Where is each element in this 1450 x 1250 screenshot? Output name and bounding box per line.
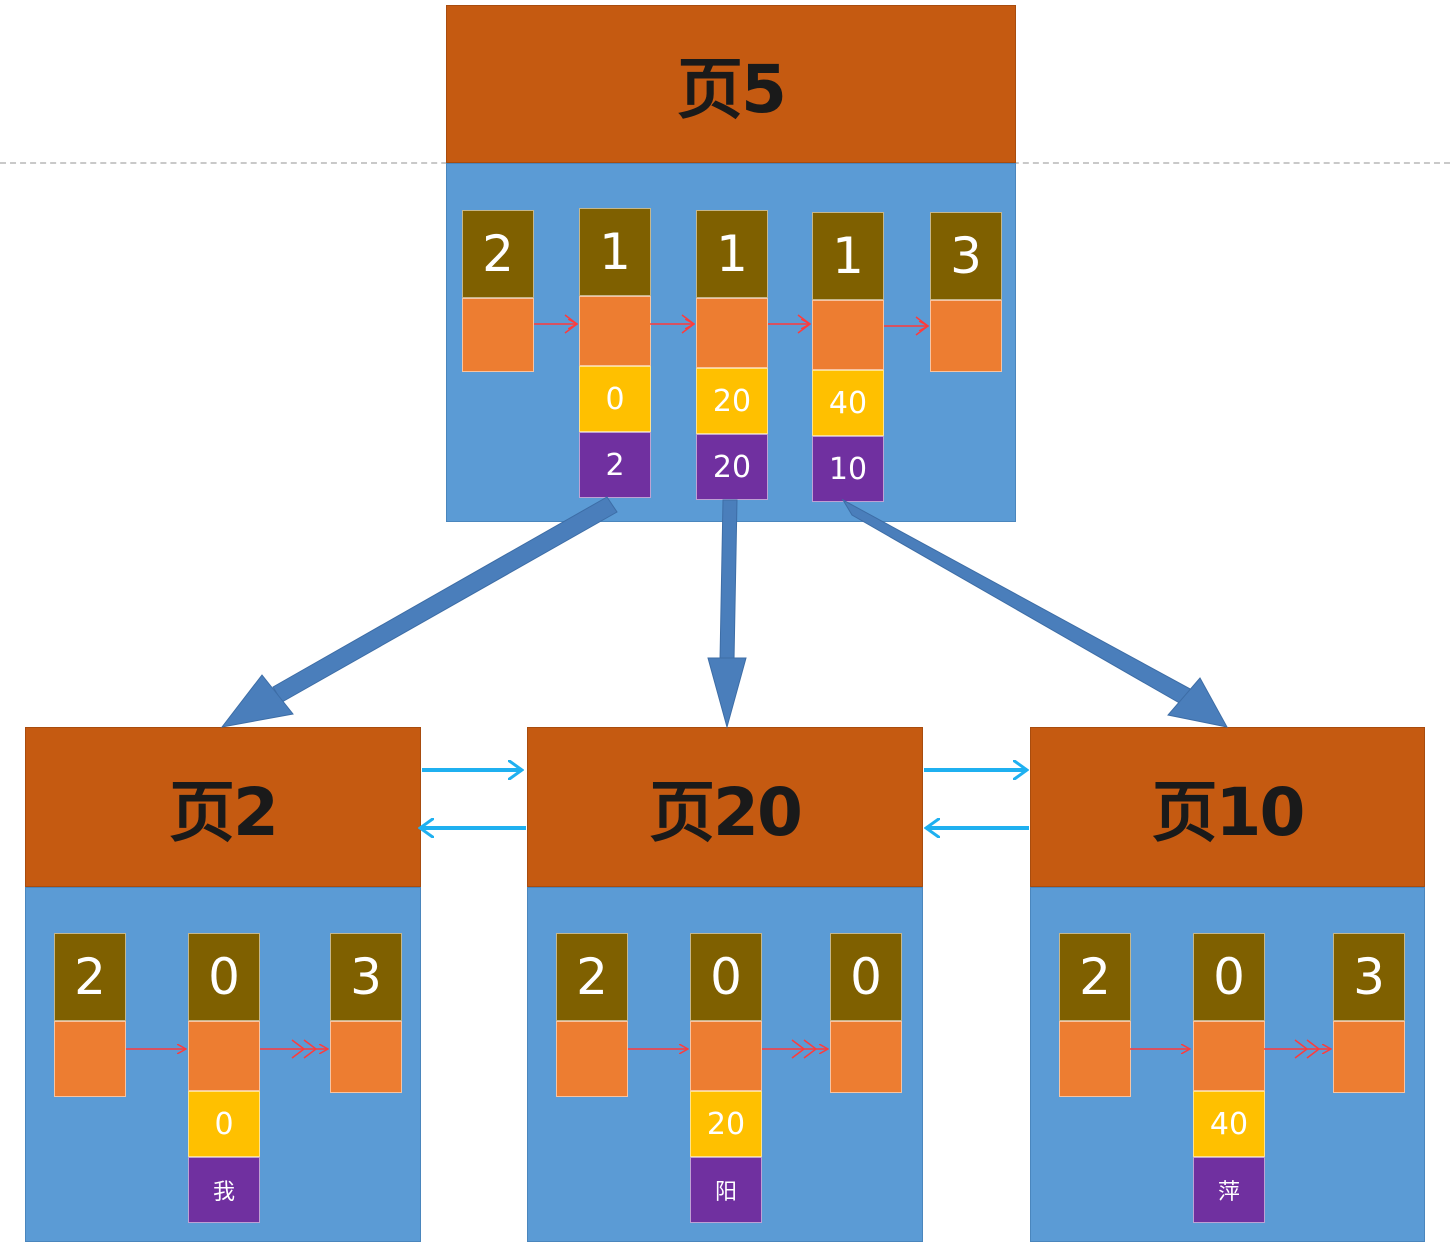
root-record-3-n-owned: 1: [812, 212, 884, 300]
root-record-1-body: [579, 296, 651, 366]
leaf-page-10-header: 页10: [1030, 727, 1425, 887]
root-record-4-body: [930, 300, 1002, 372]
leaf-page-20: 页20 2 0 20 阳 0: [527, 727, 923, 1242]
leaf-page-10-record-1-n-owned: 0: [1193, 933, 1265, 1021]
leaf-page-10-record-0-body: [1059, 1021, 1131, 1097]
leaf-page-20-record-1-body: [690, 1021, 762, 1091]
leaf-page-2-record-2-body: [330, 1021, 402, 1093]
leaf-page-10-body: 2 0 40 萍 3: [1030, 887, 1425, 1242]
leaf-page-2-body: 2 0 0 我 3: [25, 887, 421, 1242]
leaf-page-10-record-1-key: 40: [1193, 1091, 1265, 1157]
leaf-page-2-record-1-value: 我: [188, 1157, 260, 1223]
leaf-page-20-record-0-n-owned: 2: [556, 933, 628, 1021]
leaf-page-2-record-1-n-owned: 0: [188, 933, 260, 1021]
root-record-1-n-owned: 1: [579, 208, 651, 296]
leaf-page-20-body: 2 0 20 阳 0: [527, 887, 923, 1242]
leaf-record-links: [126, 1039, 1331, 1059]
root-record-3-body: [812, 300, 884, 370]
root-record-0-n-owned: 2: [462, 210, 534, 298]
root-page-header: 页5: [446, 5, 1016, 163]
root-record-3-min-key: 40: [812, 370, 884, 436]
root-record-4-n-owned: 3: [930, 212, 1002, 300]
root-record-0-body: [462, 298, 534, 372]
leaf-page-20-record-2-n-owned: 0: [830, 933, 902, 1021]
leaf-page-10: 页10 2 0 40 萍 3: [1030, 727, 1425, 1242]
root-page-title: 页5: [677, 51, 787, 128]
root-page-body: 2 1 0 2 1 20 20 1 40 10 3: [446, 163, 1016, 522]
leaf-page-2-record-0-body: [54, 1021, 126, 1097]
leaf-page-2-header: 页2: [25, 727, 421, 887]
leaf-page-10-record-1-body: [1193, 1021, 1265, 1091]
leaf-page-2-title: 页2: [169, 774, 279, 851]
root-record-1-page-no: 2: [579, 432, 651, 498]
root-record-2-body: [696, 298, 768, 368]
child-pointer-links: [220, 496, 1228, 729]
leaf-page-2: 页2 2 0 0 我 3: [25, 727, 421, 1242]
sibling-links: [420, 770, 1029, 828]
leaf-page-20-header: 页20: [527, 727, 923, 887]
root-record-2-n-owned: 1: [696, 210, 768, 298]
leaf-page-10-record-1-value: 萍: [1193, 1157, 1265, 1223]
leaf-page-2-record-0-n-owned: 2: [54, 933, 126, 1021]
leaf-page-20-record-1-key: 20: [690, 1091, 762, 1157]
leaf-page-2-record-1-key: 0: [188, 1091, 260, 1157]
root-record-links: [534, 314, 930, 336]
leaf-page-20-record-2-body: [830, 1021, 902, 1093]
root-record-1-min-key: 0: [579, 366, 651, 432]
leaf-page-20-record-1-n-owned: 0: [690, 933, 762, 1021]
root-record-3-page-no: 10: [812, 436, 884, 502]
leaf-page-10-record-2-body: [1333, 1021, 1405, 1093]
root-page: 页5 2 1 0 2 1 20 20 1 40 10 3: [446, 5, 1016, 522]
leaf-page-10-title: 页10: [1151, 774, 1306, 851]
root-record-2-min-key: 20: [696, 368, 768, 434]
leaf-page-20-record-1-value: 阳: [690, 1157, 762, 1223]
leaf-page-10-record-0-n-owned: 2: [1059, 933, 1131, 1021]
leaf-page-20-title: 页20: [649, 774, 803, 851]
leaf-page-2-record-1-body: [188, 1021, 260, 1091]
leaf-page-2-record-2-n-owned: 3: [330, 933, 402, 1021]
leaf-page-10-record-2-n-owned: 3: [1333, 933, 1405, 1021]
leaf-page-20-record-0-body: [556, 1021, 628, 1097]
